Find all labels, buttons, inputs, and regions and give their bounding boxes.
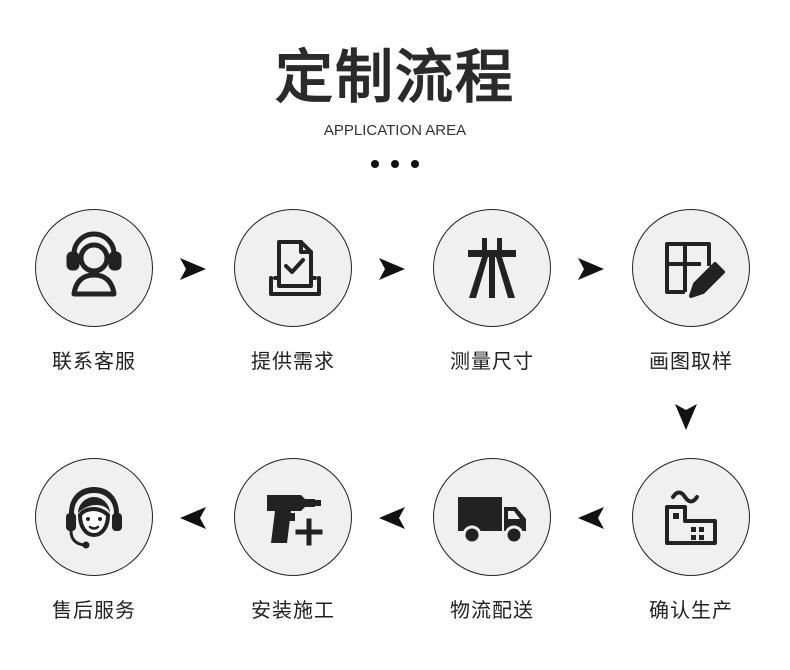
arrow-right-icon (578, 258, 604, 280)
step-logistics-delivery: 物流配送 (418, 458, 568, 648)
arrow-left-icon (180, 507, 206, 529)
step-label: 联系客服 (52, 349, 136, 373)
step-installation: 安装施工 (219, 458, 369, 648)
step-circle (35, 458, 153, 576)
step-label: 物流配送 (450, 598, 534, 622)
document-check-icon (269, 240, 321, 296)
step-drawing-sample: 画图取样 (617, 209, 767, 399)
page-subtitle: APPLICATION AREA (323, 122, 467, 139)
step-label: 确认生产 (649, 598, 733, 622)
arrow-down-icon (675, 404, 697, 430)
step-label: 画图取样 (649, 349, 733, 373)
step-provide-requirements: 提供需求 (219, 209, 369, 399)
step-confirm-production: 确认生产 (617, 458, 767, 648)
step-measure-size: 测量尺寸 (418, 209, 568, 399)
divider-dots (0, 157, 790, 171)
step-circle (632, 209, 750, 327)
dot (411, 160, 419, 168)
arrow-right-icon (379, 258, 405, 280)
dot (391, 160, 399, 168)
step-after-sales-service: 售后服务 (20, 458, 170, 648)
dot (371, 160, 379, 168)
step-label: 提供需求 (251, 349, 335, 373)
drawing-pencil-icon (665, 242, 725, 298)
step-circle (35, 209, 153, 327)
step-label: 安装施工 (251, 598, 335, 622)
factory-icon (665, 490, 717, 545)
step-circle (632, 458, 750, 576)
step-contact-service: 联系客服 (20, 209, 170, 399)
step-label: 售后服务 (52, 598, 136, 622)
arrow-left-icon (379, 507, 405, 529)
page-title: 定制流程 (274, 43, 515, 111)
power-drill-icon (267, 495, 323, 546)
delivery-truck-icon (458, 497, 526, 545)
step-circle (433, 209, 551, 327)
customer-service-icon (66, 487, 122, 549)
step-label: 测量尺寸 (450, 349, 534, 373)
arrow-left-icon (578, 507, 604, 529)
step-circle (234, 458, 352, 576)
surveying-tripod-icon (468, 238, 516, 298)
step-circle (234, 209, 352, 327)
headset-person-icon (66, 231, 122, 297)
step-circle (433, 458, 551, 576)
arrow-right-icon (180, 258, 206, 280)
